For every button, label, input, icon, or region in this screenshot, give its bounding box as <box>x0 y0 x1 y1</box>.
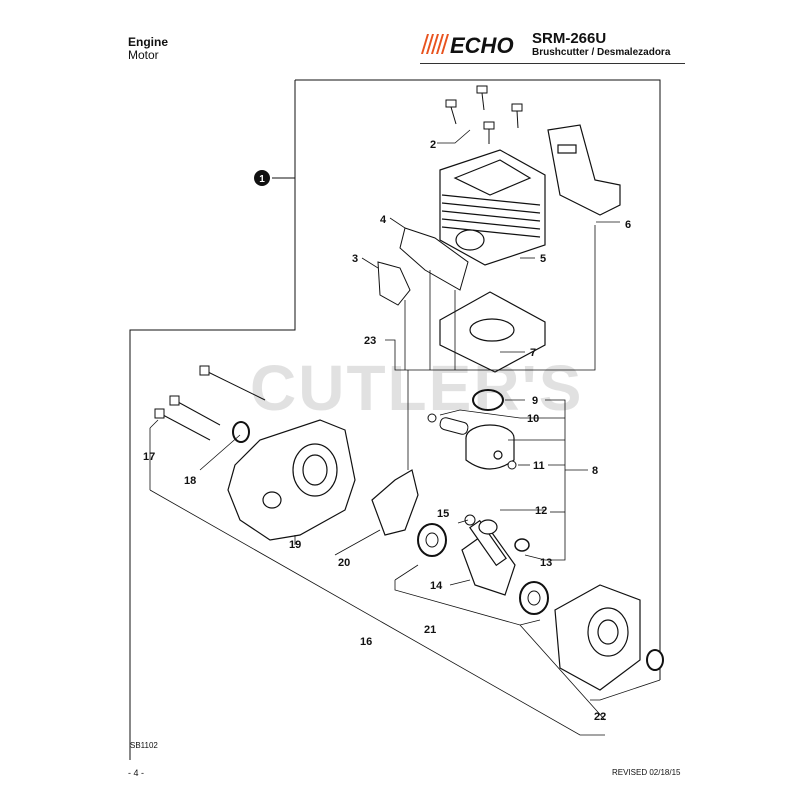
callout-13: 13 <box>540 557 552 569</box>
callout-2: 2 <box>430 139 436 151</box>
echo-logo: ECHO <box>421 33 514 56</box>
callout-labels: 2 3 4 5 6 7 8 9 10 11 12 13 14 15 16 17 … <box>143 139 631 723</box>
piston-pin <box>439 417 469 435</box>
frame-top-right <box>295 79 661 680</box>
callout-5: 5 <box>540 253 546 265</box>
bracket-17-tick <box>149 419 159 429</box>
model-number: SRM-266U <box>532 30 607 47</box>
bolt <box>476 85 488 111</box>
oil-seal <box>232 421 250 443</box>
assembly-marker-disc <box>254 170 270 186</box>
section-title-english: Engine <box>128 35 169 49</box>
callout-21: 21 <box>424 624 436 636</box>
leader-22-line <box>519 624 606 721</box>
callout-6: 6 <box>625 219 631 231</box>
bearing-left <box>417 523 447 557</box>
heat-shield <box>547 124 621 216</box>
diagram-code: SB1102 <box>130 741 158 750</box>
bolt <box>511 103 523 129</box>
callout-7: 7 <box>530 347 536 359</box>
logo-stripes <box>421 34 449 54</box>
cylinder <box>439 149 546 266</box>
crankshaft <box>461 519 516 596</box>
callout-16: 16 <box>360 636 372 648</box>
leader-3 <box>361 257 379 269</box>
frame-left <box>129 80 296 760</box>
section-title: Engine Motor <box>128 36 168 62</box>
model-block: SRM-266U Brushcutter / Desmalezadora <box>532 30 670 59</box>
crankcase-gasket <box>371 469 419 536</box>
leader-15 <box>457 519 469 524</box>
callout-11: 11 <box>533 460 545 472</box>
callout-15: 15 <box>437 508 449 520</box>
header-rule <box>420 63 685 64</box>
bracket-21 <box>394 580 541 626</box>
circlip <box>507 460 517 470</box>
watermark-text: CUTLER'S <box>250 352 583 424</box>
assembly-marker: 1 <box>254 170 270 186</box>
piston-ring <box>472 389 504 411</box>
logo-wordmark: ECHO <box>450 33 514 56</box>
thrust-washer <box>464 514 476 526</box>
callout-23: 23 <box>364 335 376 347</box>
section-title-spanish: Motor <box>128 48 159 62</box>
leader-16 <box>149 489 605 736</box>
bracket-8 <box>545 399 566 561</box>
callout-17: 17 <box>143 451 155 463</box>
leader-18 <box>199 434 241 471</box>
circlip <box>427 413 437 423</box>
oil-seal-right <box>646 649 664 671</box>
bolt <box>483 121 495 144</box>
callout-3: 3 <box>352 253 358 265</box>
leader-4 <box>389 217 406 229</box>
leader-20 <box>334 529 381 556</box>
callout-20: 20 <box>338 557 350 569</box>
callout-19: 19 <box>289 539 301 551</box>
leader-14 <box>449 579 471 586</box>
bracket-23 <box>385 225 596 371</box>
crankcase-bolts <box>154 365 266 441</box>
leader-2 <box>437 129 471 144</box>
page-number: - 4 - <box>128 768 145 778</box>
crankcase-left <box>227 419 356 541</box>
piston <box>465 424 515 470</box>
revision-date: REVISED 02/18/15 <box>612 768 681 777</box>
callout-9: 9 <box>532 395 538 407</box>
callout-12: 12 <box>535 505 547 517</box>
callout-18: 18 <box>184 475 196 487</box>
crankcase-right <box>554 584 641 691</box>
bearing-right <box>519 581 549 615</box>
callout-14: 14 <box>430 580 443 592</box>
cylinder-bolts <box>445 85 523 144</box>
callout-4: 4 <box>380 214 387 226</box>
assembly-marker-label: 1 <box>259 174 265 185</box>
model-description: Brushcutter / Desmalezadora <box>532 47 671 58</box>
callout-8: 8 <box>592 465 598 477</box>
leader-10 <box>439 409 545 419</box>
leader-13 <box>524 554 546 561</box>
bracket-21-tick <box>394 564 419 581</box>
leader-22 <box>590 679 661 701</box>
callout-10: 10 <box>527 413 539 425</box>
intake-gasket <box>377 261 411 306</box>
needle-bearing <box>514 538 530 552</box>
callout-22: 22 <box>594 711 606 723</box>
bolt <box>445 99 457 125</box>
insulator-gasket <box>399 227 469 291</box>
